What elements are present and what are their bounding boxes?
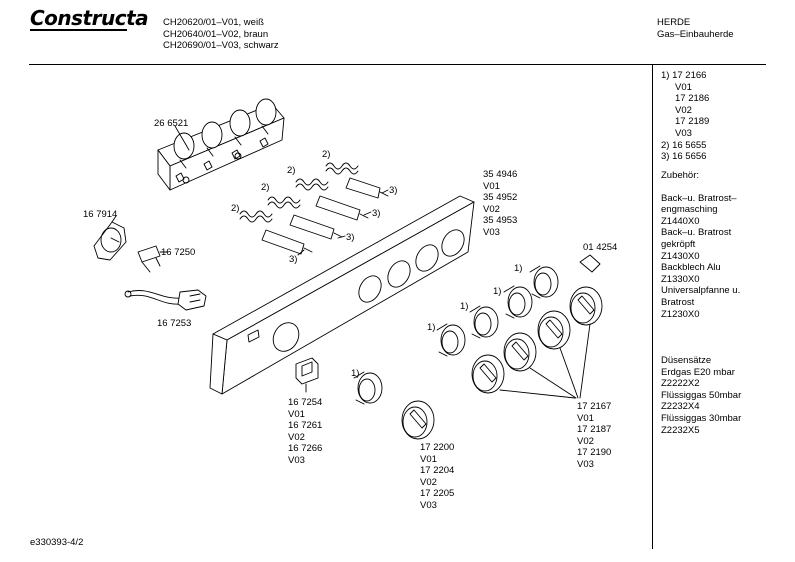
part-label-167250: 16 7250 <box>161 247 196 258</box>
parts-line: 1) 17 2166 <box>661 70 707 81</box>
callout-3: 3) <box>289 254 298 265</box>
control-panel-drawing <box>209 195 475 395</box>
part-label-354946-group: 35 4946 V01 35 4952 V02 35 4953 V03 <box>483 169 518 238</box>
part-label-167914: 16 7914 <box>83 209 118 220</box>
accessory-line: Back–u. Bratrost <box>661 227 732 239</box>
nozzle-line: Erdgas E20 mbar <box>661 366 735 378</box>
part-label-172200-group: 17 2200 V01 17 2204 V02 17 2205 V03 <box>420 442 455 511</box>
callout-2: 2) <box>231 203 240 214</box>
part-label-167254-group: 16 7254 V01 16 7261 V02 16 7266 V03 <box>288 397 323 466</box>
accessories-block: Zubehör: Back–u. Bratrost– engmasching Z… <box>661 170 740 320</box>
model-line-3: CH20690/01–V03, schwarz <box>163 40 279 52</box>
callout-2: 2) <box>322 149 331 160</box>
callout-leaders <box>297 189 389 256</box>
accessory-line: Z1430X0 <box>661 250 700 262</box>
callout-1: 1) <box>460 301 469 312</box>
callout-1: 1) <box>493 286 502 297</box>
nozzle-line: Z2232X5 <box>661 424 700 436</box>
accessory-line: gekröpft <box>661 238 696 250</box>
nozzle-line: Z2232X4 <box>661 401 700 413</box>
callout-3: 3) <box>372 208 381 219</box>
part-label-266521: 26 6521 <box>154 118 189 129</box>
knobs-drawing <box>401 286 603 440</box>
accessory-line: Back–u. Bratrost– <box>661 192 737 204</box>
parts-line: 2) 16 5655 <box>661 139 707 151</box>
callout-3: 3) <box>346 232 355 243</box>
nozzle-sets-block: Düsensätze Erdgas E20 mbar Z2222X2 Flüss… <box>661 355 741 436</box>
accessory-line: Bratrost <box>661 296 695 308</box>
model-line-2: CH20640/01–V02, braun <box>163 28 269 40</box>
accessory-line: Z1230X0 <box>661 308 700 320</box>
nozzle-line: Z2222X2 <box>661 378 700 390</box>
springs-and-pins-drawing <box>239 162 389 255</box>
accessory-line: engmasching <box>661 204 718 216</box>
parts-line: 17 2186 <box>675 93 710 105</box>
nozzle-line: Flüssiggas 50mbar <box>661 389 742 401</box>
part-label-014254: 01 4254 <box>583 242 618 253</box>
category-label: HERDE <box>657 17 691 28</box>
accessory-line: Z1440X0 <box>661 215 700 227</box>
parts-line: V03 <box>675 127 692 139</box>
part-014254-drawing <box>579 254 601 273</box>
callout-2: 2) <box>287 165 296 176</box>
parts-line: 3) 16 5656 <box>661 151 707 163</box>
switch-167254-drawing <box>295 357 319 393</box>
callout-1: 1) <box>427 322 436 333</box>
knob-leader-lines <box>499 323 591 399</box>
parts-line: 17 2189 <box>675 116 710 128</box>
part-label-172167-group: 17 2167 V01 17 2187 V02 17 2190 V03 <box>577 401 612 470</box>
wire-assembly-167253-drawing <box>124 289 207 311</box>
accessory-line: Z1330X0 <box>661 273 700 285</box>
column-divider <box>652 64 653 549</box>
header-divider <box>29 64 766 65</box>
part-167250-drawing <box>137 245 169 273</box>
parts-line: V01 <box>675 81 692 93</box>
parts-line: V02 <box>675 104 692 116</box>
knob-bezels-drawing <box>353 265 559 405</box>
parts-list-block: 1) 17 2166 V01 17 2186 V02 17 2189 V03 2… <box>661 70 709 163</box>
accessory-line: Backblech Alu <box>661 262 721 274</box>
callout-1: 1) <box>514 263 523 274</box>
model-line-1: CH20620/01–V01, weiß <box>163 17 264 28</box>
brand-logo: Constructa <box>30 6 149 30</box>
switch-block-drawing <box>157 98 285 191</box>
subcategory-label: Gas–Einbauherde <box>657 28 734 40</box>
nozzle-line: Düsensätze <box>661 355 712 366</box>
brand-logo-underline <box>30 29 127 31</box>
clip-167914-drawing <box>93 215 127 261</box>
nozzle-line: Flüssiggas 30mbar <box>661 412 742 424</box>
document-id: e330393-4/2 <box>30 537 84 548</box>
callout-3: 3) <box>389 185 398 196</box>
accessories-heading: Zubehör: <box>661 170 700 181</box>
callout-2: 2) <box>261 182 270 193</box>
part-label-167253: 16 7253 <box>157 318 192 329</box>
accessory-line: Universalpfanne u. <box>661 285 741 297</box>
callout-1: 1) <box>351 368 360 379</box>
